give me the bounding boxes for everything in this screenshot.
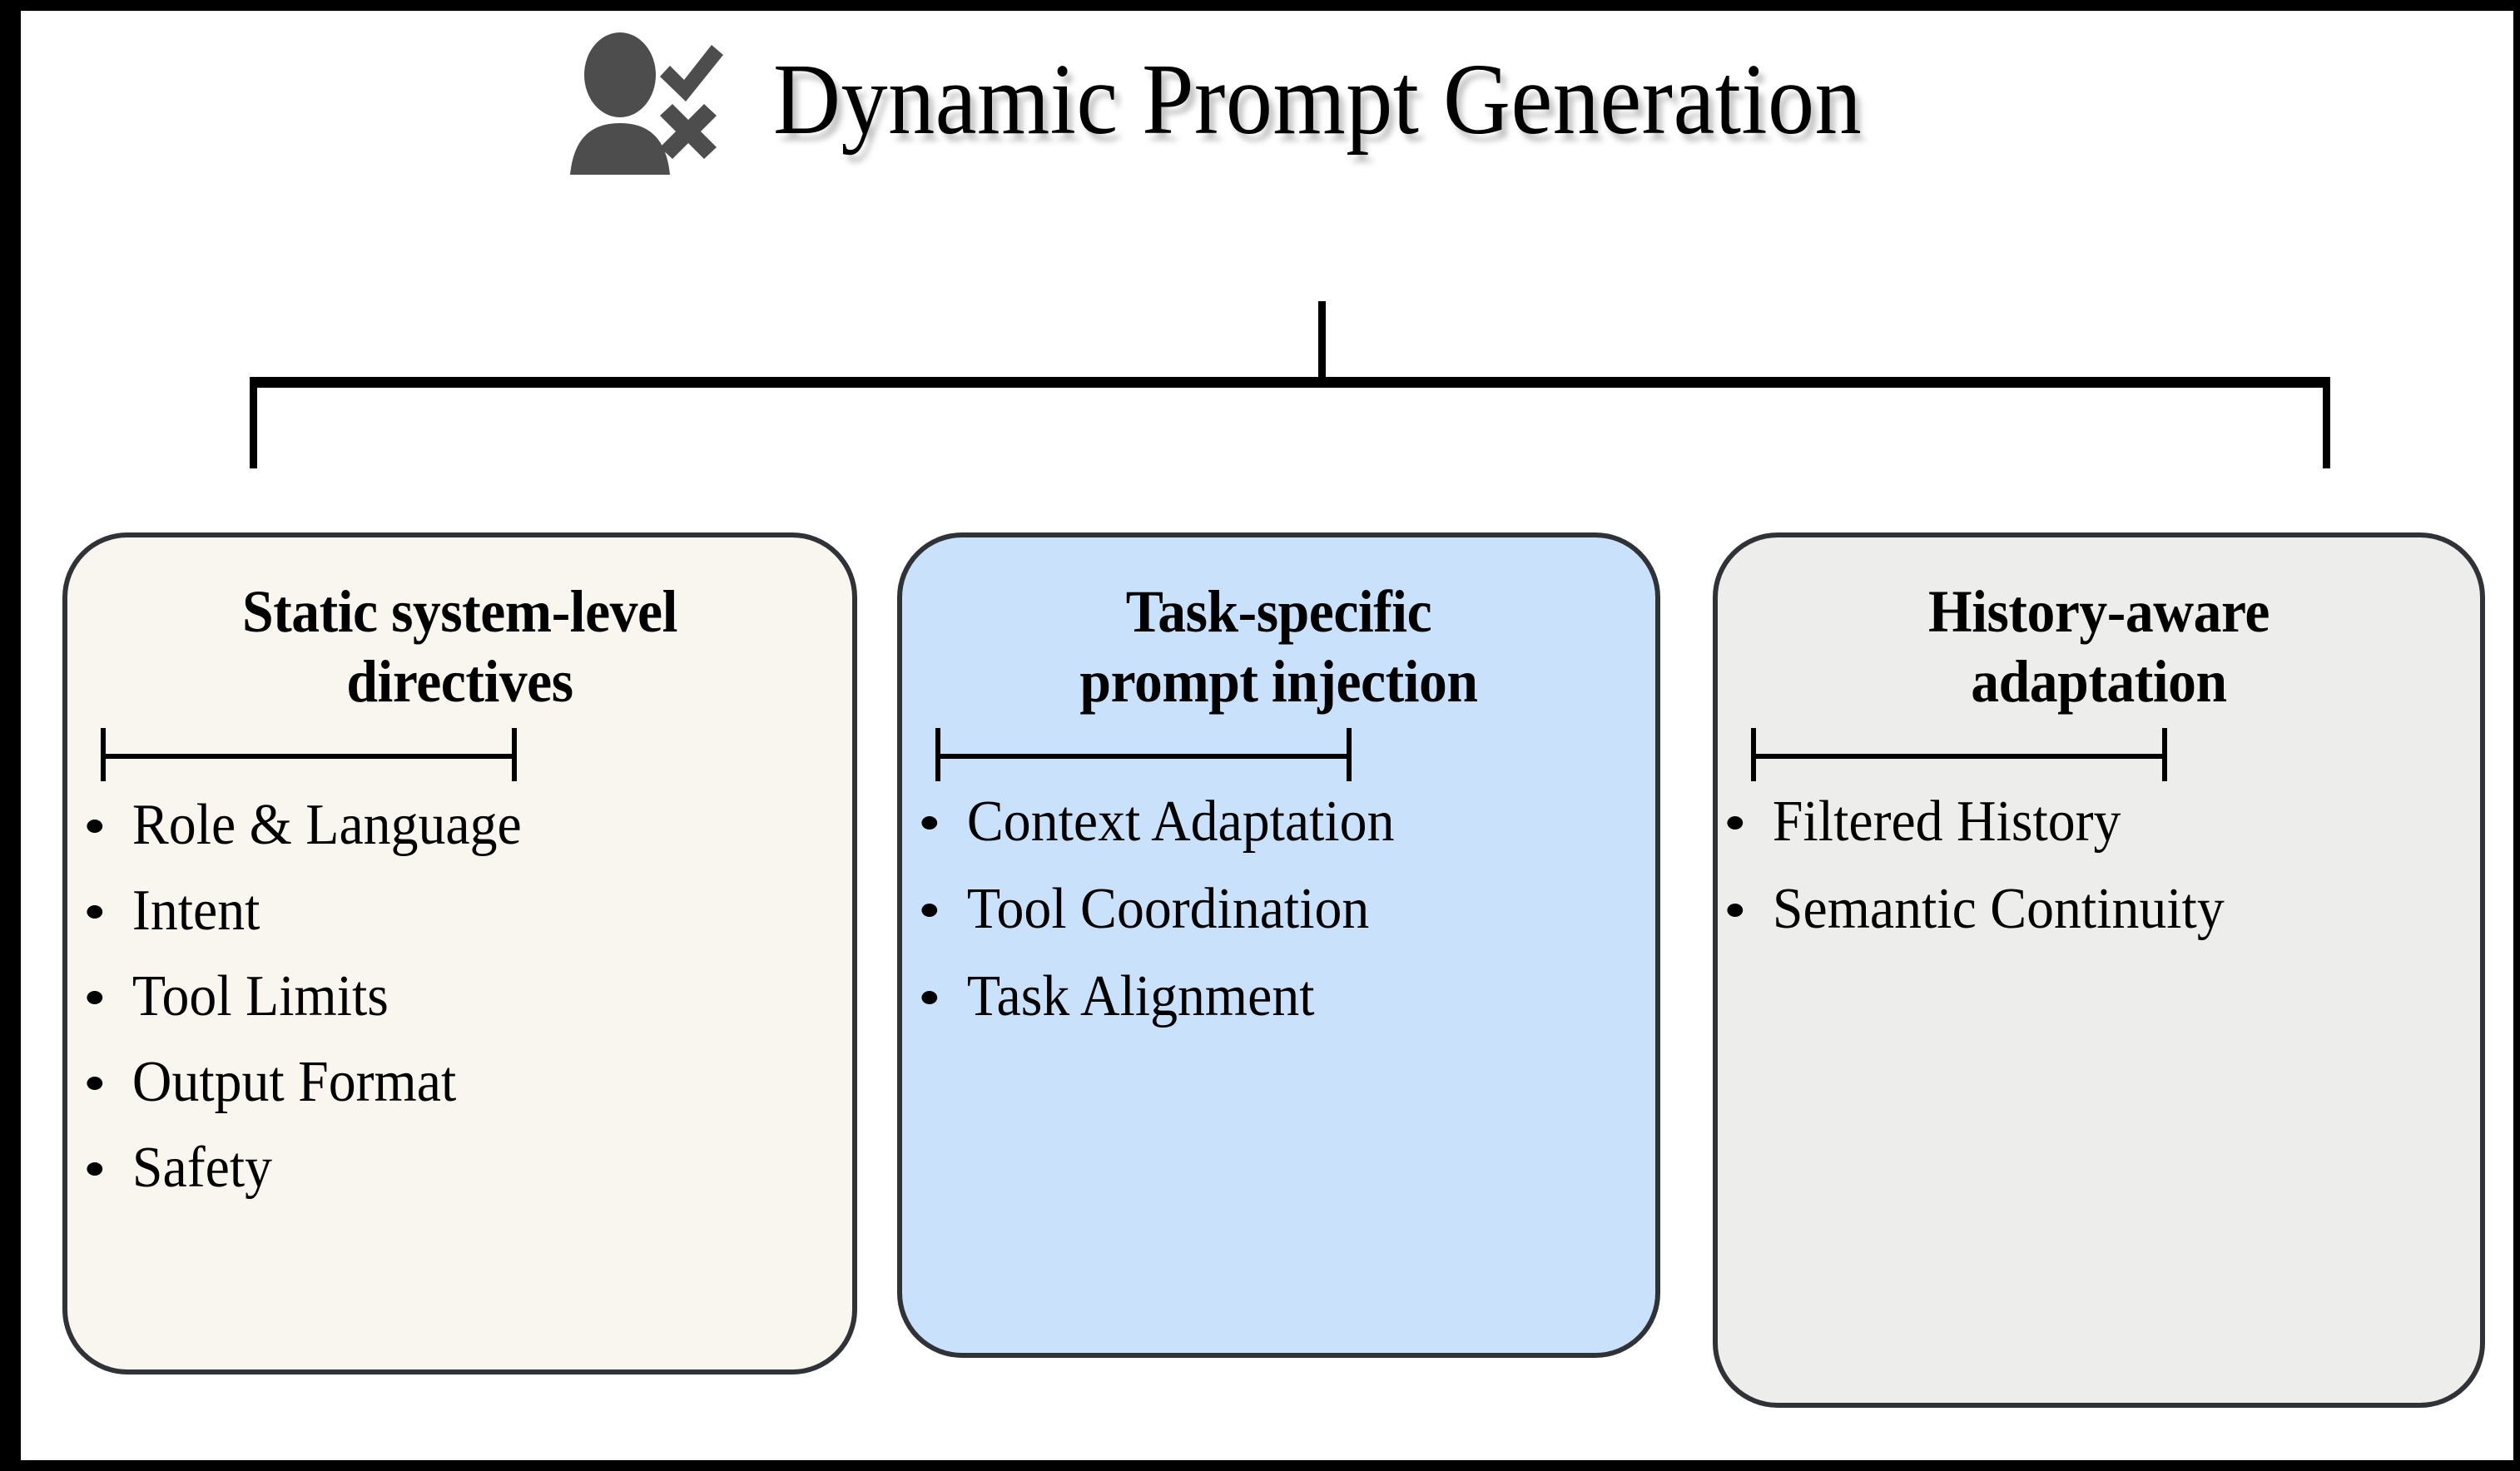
list-item: Filtered History xyxy=(1719,793,2434,851)
branch-title: Static system-level directives xyxy=(91,537,828,716)
branch-item-list: Filtered History Semantic Continuity xyxy=(1719,793,2480,939)
connector-drop-right xyxy=(2323,377,2330,468)
list-item: Output Format xyxy=(79,1053,806,1112)
divider-line xyxy=(935,754,1352,760)
branch-title-line: prompt injection xyxy=(1079,647,1478,715)
list-item: Safety xyxy=(79,1139,806,1197)
branch-title: History-aware adaptation xyxy=(1740,537,2457,716)
frame-border-bottom xyxy=(0,1460,2520,1471)
list-item-label: Task Alignment xyxy=(966,964,1315,1029)
branch-title: Task-specific prompt injection xyxy=(925,537,1633,716)
bullet-dot-icon xyxy=(87,820,103,834)
divider-cap-right xyxy=(512,728,517,782)
list-item: Semantic Continuity xyxy=(1719,880,2434,939)
bullet-dot-icon xyxy=(87,991,103,1005)
list-item: Role & Language xyxy=(79,796,806,854)
list-item-label: Safety xyxy=(131,1136,273,1201)
branch-card-history-aware-adaptation[interactable]: History-aware adaptation Filtered Histor… xyxy=(1713,532,2485,1408)
bullet-dot-icon xyxy=(87,1162,103,1176)
branch-item-list: Context Adaptation Tool Coordination Tas… xyxy=(914,793,1655,1026)
list-item-label: Filtered History xyxy=(1772,790,2121,854)
list-item: Context Adaptation xyxy=(914,793,1611,851)
list-item-label: Context Adaptation xyxy=(966,790,1395,854)
connector-drop-left xyxy=(250,377,257,468)
frame-border-right xyxy=(2513,0,2520,1471)
branch-divider-bracket xyxy=(1751,728,2167,782)
diagram-header: Dynamic Prompt Generation xyxy=(0,25,2520,175)
list-item: Intent xyxy=(79,882,806,940)
branch-card-static-system-level-directives[interactable]: Static system-level directives Role & La… xyxy=(62,532,857,1374)
connector-stem xyxy=(1318,301,1326,383)
branch-title-line: adaptation xyxy=(1971,647,2227,715)
bullet-dot-icon xyxy=(921,904,938,918)
list-item-label: Semantic Continuity xyxy=(1772,877,2225,942)
user-check-cross-icon xyxy=(570,32,724,175)
branch-title-line: Static system-level xyxy=(242,578,677,645)
bullet-dot-icon xyxy=(921,991,938,1005)
branch-divider-bracket xyxy=(101,728,517,782)
branch-title-line: History-aware xyxy=(1928,578,2269,645)
bullet-dot-icon xyxy=(1727,904,1744,918)
bullet-dot-icon xyxy=(921,816,938,830)
page-title: Dynamic Prompt Generation xyxy=(773,43,1863,156)
divider-cap-right xyxy=(1347,728,1352,782)
divider-cap-right xyxy=(2162,728,2167,782)
bullet-dot-icon xyxy=(87,1077,103,1091)
branch-card-task-specific-prompt-injection[interactable]: Task-specific prompt injection Context A… xyxy=(897,532,1660,1358)
list-item-label: Tool Coordination xyxy=(966,877,1370,942)
list-item: Tool Limits xyxy=(79,968,806,1026)
list-item: Tool Coordination xyxy=(914,880,1611,939)
branch-title-line: directives xyxy=(346,647,573,715)
divider-line xyxy=(1751,754,2167,760)
list-item-label: Tool Limits xyxy=(131,964,389,1029)
list-item-label: Intent xyxy=(131,879,260,944)
frame-border-top xyxy=(0,0,2520,11)
connector-horizontal-bar xyxy=(250,377,2330,388)
bullet-dot-icon xyxy=(87,905,103,919)
branch-divider-bracket xyxy=(935,728,1352,782)
list-item-label: Output Format xyxy=(131,1050,457,1115)
branch-title-line: Task-specific xyxy=(1125,578,1432,645)
list-item: Task Alignment xyxy=(914,968,1611,1026)
branch-item-list: Role & Language Intent Tool Limits Outpu… xyxy=(79,796,852,1197)
frame-border-left xyxy=(0,0,21,1471)
list-item-label: Role & Language xyxy=(131,793,522,858)
divider-line xyxy=(101,754,517,760)
bullet-dot-icon xyxy=(1727,816,1744,830)
